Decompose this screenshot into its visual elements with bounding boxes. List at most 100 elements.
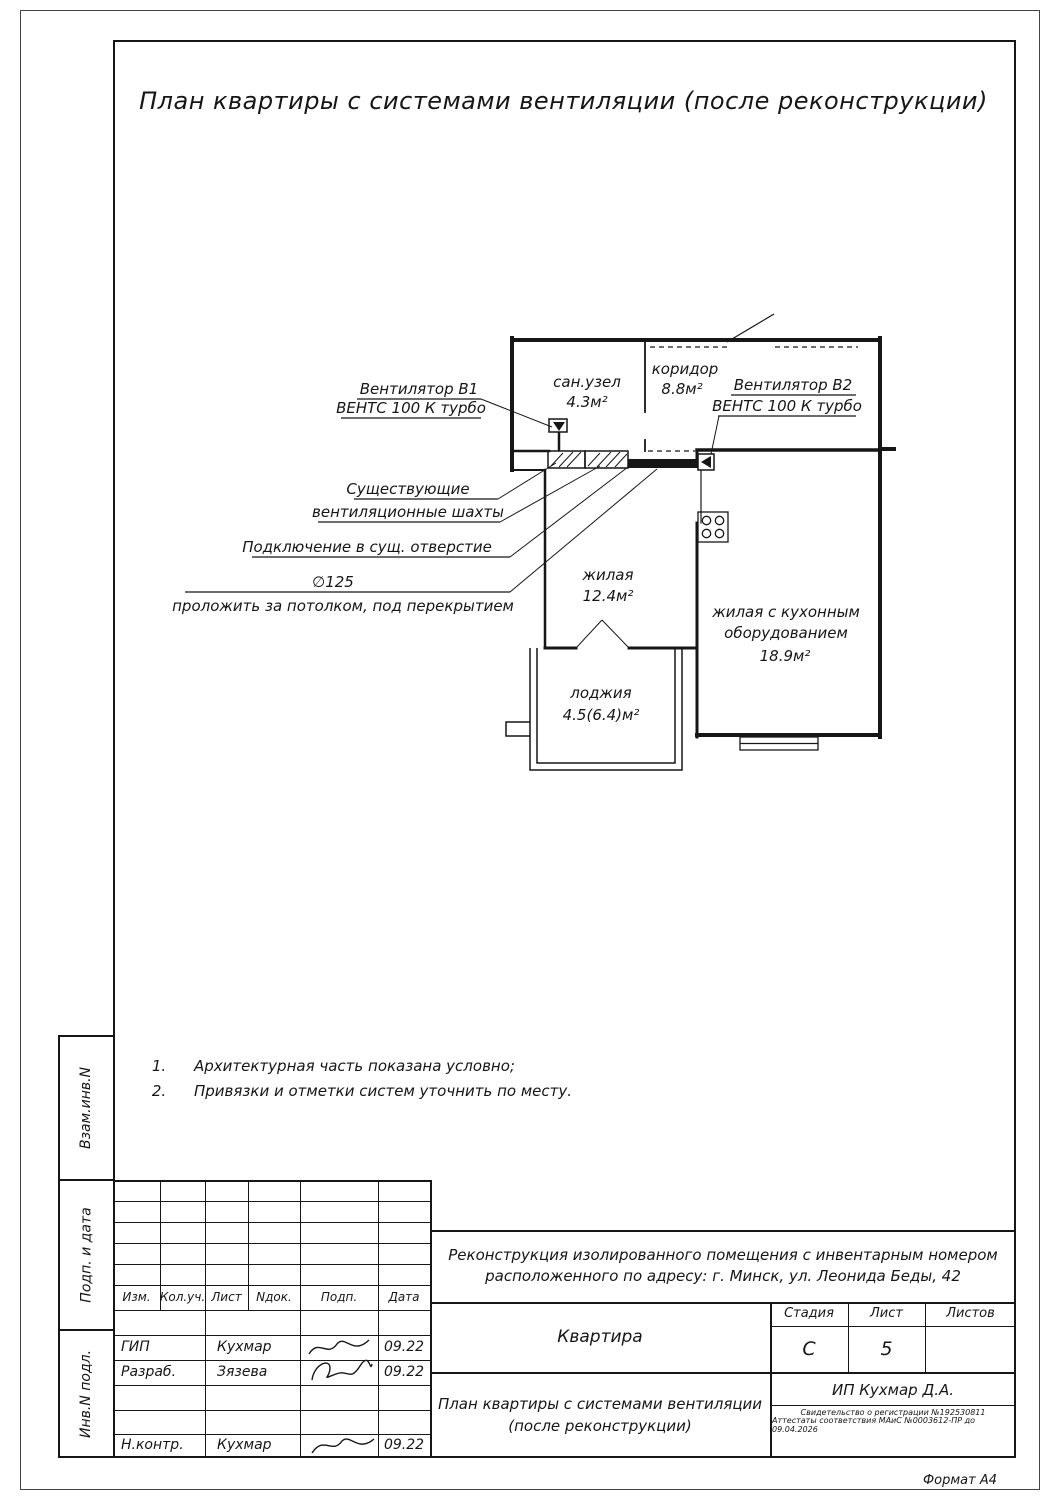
floor-plan: сан.узел 4.3м² коридор 8.8м² жилая 12.4м… xyxy=(172,313,896,771)
shafts-label-line2: вентиляционные шахты xyxy=(312,503,504,521)
stamp-line xyxy=(113,1310,430,1311)
fan-b2-symbol xyxy=(697,453,715,471)
side-strip-inv: Инв.N подл. xyxy=(58,1329,115,1458)
doc-title-line1: План квартиры с системами вентиляции xyxy=(437,1394,763,1413)
stamp-line xyxy=(770,1326,1016,1327)
stamp-line xyxy=(113,1385,430,1386)
stamp-line xyxy=(205,1180,206,1310)
stamp-line xyxy=(925,1302,926,1372)
signer-date-gip: 09.22 xyxy=(383,1338,425,1355)
stamp-line xyxy=(113,1222,430,1223)
signer-role-nkontr: Н.контр. xyxy=(121,1437,184,1454)
note-2-number: 2. xyxy=(151,1081,167,1100)
stamp-line xyxy=(300,1180,301,1310)
company-cert-line2: Аттестаты соответствия МАиС №0003612-ПР … xyxy=(772,1415,976,1434)
signature-razrab xyxy=(311,1359,373,1381)
company-cert-line1: Свидетельство о регистрации №192530811 xyxy=(800,1408,986,1418)
dashed-lines xyxy=(648,346,858,452)
room-loggia-name: лоджия xyxy=(569,684,631,702)
doc-title-line2: (после реконструкции) xyxy=(508,1417,692,1435)
note-1-text: Архитектурная часть показана условно; xyxy=(194,1056,515,1075)
stage-label: Стадия xyxy=(784,1305,834,1321)
side-strip-inv-label: Инв.N подл. xyxy=(78,1349,95,1438)
side-strip-vzam: Взам.инв.N xyxy=(58,1035,115,1181)
shaft-hatch xyxy=(550,451,628,468)
company-name: ИП Кухмар Д.А. xyxy=(832,1380,954,1399)
stamp-line xyxy=(113,1434,430,1435)
signature-nkontr xyxy=(311,1438,375,1454)
room-living-name: жилая xyxy=(581,566,633,584)
room-kitchen-area: 18.9м² xyxy=(760,647,811,665)
diagonal-line xyxy=(726,313,775,343)
project-description-line2: расположенного по адресу: г. Минск, ул. … xyxy=(485,1267,961,1285)
stamp-line xyxy=(848,1302,849,1372)
main-frame-border xyxy=(113,40,1016,1458)
sheets-label: Листов xyxy=(946,1305,995,1321)
stamp-line xyxy=(300,1310,301,1458)
stamp-line xyxy=(205,1310,206,1458)
stamp-line xyxy=(113,1410,430,1411)
stamp-line xyxy=(113,1180,430,1182)
sheet-value: 5 xyxy=(880,1337,893,1360)
signature-gip xyxy=(308,1339,370,1355)
stamp-col-ndok: Nдок. xyxy=(256,1289,292,1304)
stamp-line xyxy=(113,1285,430,1286)
room-loggia-area: 4.5(6.4)м² xyxy=(563,706,640,724)
outer-border xyxy=(20,10,1040,1490)
signer-name-razrab: Зязева xyxy=(217,1363,268,1380)
underlines xyxy=(185,394,856,593)
signer-date-razrab: 09.22 xyxy=(383,1363,425,1380)
stamp-line xyxy=(430,1302,1016,1304)
stamp-line xyxy=(113,1335,430,1336)
stamp-line xyxy=(113,1201,430,1202)
room-bathroom-name: сан.узел xyxy=(553,373,621,391)
stamp-line xyxy=(113,1360,430,1361)
room-kitchen-name1: жилая с кухонным xyxy=(711,603,860,621)
fan2-label-line2: ВЕНТС 100 К турбо xyxy=(712,397,862,415)
fan2-label-line1: Вентилятор В2 xyxy=(734,376,852,394)
vent-shafts xyxy=(547,450,629,469)
stove-symbol xyxy=(697,511,729,543)
stamp-line xyxy=(770,1405,1016,1406)
format-label: Формат А4 xyxy=(922,1472,998,1488)
stamp-line xyxy=(113,1243,430,1244)
door-swing xyxy=(575,619,630,649)
stamp-line xyxy=(378,1180,379,1310)
connection-label-line3: проложить за потолком, под перекрытием xyxy=(172,597,514,615)
room-living-area: 12.4м² xyxy=(583,587,634,605)
fan-b1-symbol xyxy=(548,418,568,451)
stamp-col-data: Дата xyxy=(388,1289,420,1304)
room-corridor-area: 8.8м² xyxy=(661,380,702,398)
stamp-line xyxy=(378,1310,379,1458)
fan1-label-line2: ВЕНТС 100 К турбо xyxy=(336,399,486,417)
connection-label-line2: ∅125 xyxy=(312,573,354,591)
stamp-line xyxy=(770,1302,772,1458)
stamp-col-izm: Изм. xyxy=(122,1289,151,1304)
stamp-line xyxy=(430,1180,432,1458)
stamp-line xyxy=(430,1372,1016,1374)
leader-lines xyxy=(480,398,720,593)
loggia-railing xyxy=(505,648,683,771)
room-bathroom-area: 4.3м² xyxy=(566,393,607,411)
sheet-label: Лист xyxy=(870,1305,903,1321)
page-title: План квартиры с системами вентиляции (по… xyxy=(139,86,988,115)
shafts-label-line1: Существующие xyxy=(346,480,469,498)
stamp-line xyxy=(113,1264,430,1265)
stamp-col-koluch: Кол.уч. xyxy=(159,1289,206,1304)
side-strip-podp-data: Подп. и дата xyxy=(58,1179,115,1331)
window-symbol xyxy=(739,736,819,751)
note-1-number: 1. xyxy=(151,1056,167,1075)
duct xyxy=(628,459,698,468)
side-strip-podp-data-label: Подп. и дата xyxy=(78,1207,95,1303)
room-corridor-name: коридор xyxy=(652,360,719,378)
signer-role-gip: ГИП xyxy=(121,1338,150,1355)
doc-title: План квартиры с системами вентиляции (по… xyxy=(432,1374,768,1456)
fan1-label-line1: Вентилятор В1 xyxy=(360,380,478,398)
object-name: Квартира xyxy=(557,1326,643,1347)
project-description: Реконструкция изолированного помещения с… xyxy=(432,1231,1014,1300)
note-2-text: Привязки и отметки систем уточнить по ме… xyxy=(194,1081,573,1100)
walls xyxy=(510,336,896,739)
signer-name-nkontr: Кухмар xyxy=(217,1437,272,1454)
side-strip-vzam-label: Взам.инв.N xyxy=(78,1066,95,1150)
stamp-col-list: Лист xyxy=(211,1289,242,1304)
